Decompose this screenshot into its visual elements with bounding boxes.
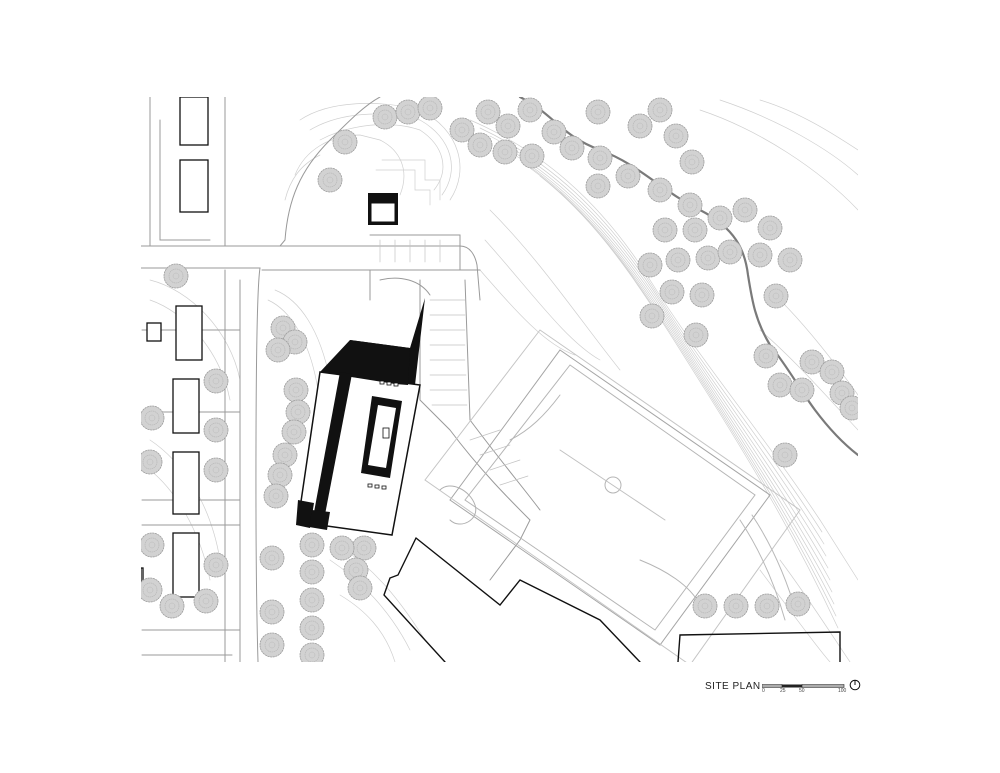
scale-tick-100: 100 bbox=[838, 688, 847, 693]
scale-tick-25: 25 bbox=[780, 688, 786, 693]
neighbor-houses bbox=[141, 97, 209, 598]
scale-tick-50: 50 bbox=[799, 688, 805, 693]
scale-bar: 0 25 50 100 bbox=[762, 684, 847, 693]
north-arrow-icon bbox=[849, 679, 861, 691]
site-plan-title: SITE PLAN bbox=[705, 681, 761, 692]
scale-tick-0: 0 bbox=[762, 688, 765, 693]
southeast-building bbox=[677, 631, 841, 662]
adjacent-building bbox=[383, 537, 641, 662]
shed-building bbox=[368, 193, 398, 225]
main-building bbox=[296, 298, 425, 536]
